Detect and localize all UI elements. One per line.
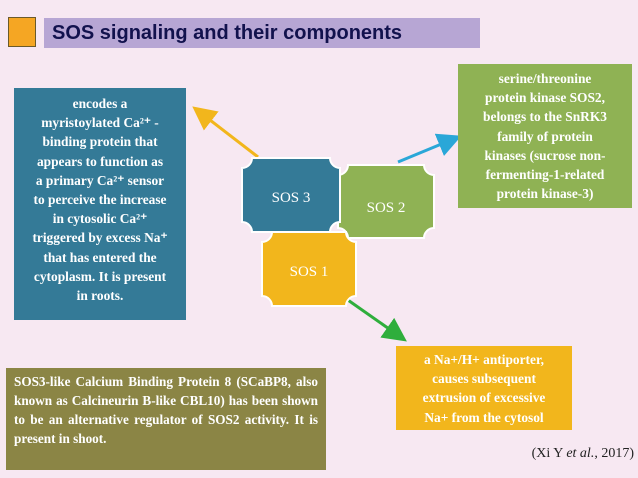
arrow-sos1-to-bottom-right xyxy=(344,296,407,342)
description-line: causes subsequent xyxy=(432,371,536,387)
arrow-sos3-to-left xyxy=(192,106,259,159)
sos2-label: SOS 2 xyxy=(367,200,406,216)
description-line: belongs to the SnRK3 xyxy=(483,109,607,125)
square-icon xyxy=(8,17,36,47)
description-line: kinases (sucrose non- xyxy=(484,147,606,163)
sos3-label: SOS 3 xyxy=(272,190,311,206)
description-line: protein kinase SOS2, xyxy=(485,90,605,106)
description-line: fermenting-1-related xyxy=(485,167,605,183)
description-line: in cytosolic Ca²⁺ xyxy=(52,211,148,227)
description-line: a primary Ca²⁺ sensor xyxy=(35,172,165,188)
description-line: myristoylated Ca²⁺ - xyxy=(41,115,159,131)
description-line: binding protein that xyxy=(42,134,158,150)
description-line: family of protein xyxy=(497,128,593,144)
description-line: serine/threonine xyxy=(498,71,592,86)
scabp8-description-box: SOS3-like Calcium Binding Protein 8 (SCa… xyxy=(6,368,326,470)
description-line: appears to function as xyxy=(36,153,164,169)
description-line: triggered by excess Na⁺ xyxy=(32,230,168,246)
description-line: protein kinase-3) xyxy=(496,186,594,202)
description-line: Na+ from the cytosol xyxy=(424,409,544,425)
citation-italic: et al. xyxy=(566,446,595,461)
sos1-description-box: a Na+/H+ antiporter, causes subsequent e… xyxy=(396,346,572,430)
sos1-label: SOS 1 xyxy=(290,264,329,280)
description-line: extrusion of excessive xyxy=(422,390,546,406)
citation-prefix: (Xi Y xyxy=(531,446,567,461)
citation: (Xi Y et al., 2017) xyxy=(488,446,634,462)
description-line: in roots. xyxy=(76,288,124,304)
citation-suffix: , 2017) xyxy=(594,446,634,461)
page-title: SOS signaling and their components xyxy=(44,18,480,48)
sos1-node xyxy=(261,231,357,307)
sos3-description-box: encodes a myristoylated Ca²⁺ - binding p… xyxy=(14,88,186,320)
description-line: encodes a xyxy=(72,96,128,111)
sos2-description-box: serine/threonine protein kinase SOS2, be… xyxy=(458,64,632,208)
description-line: cytoplasm. It is present xyxy=(33,268,167,284)
arrow-sos2-to-right xyxy=(397,133,462,164)
description-line: that has entered the xyxy=(43,249,157,265)
description-line: a Na+/H+ antiporter, xyxy=(423,352,545,367)
description-line: to perceive the increase xyxy=(33,192,167,208)
